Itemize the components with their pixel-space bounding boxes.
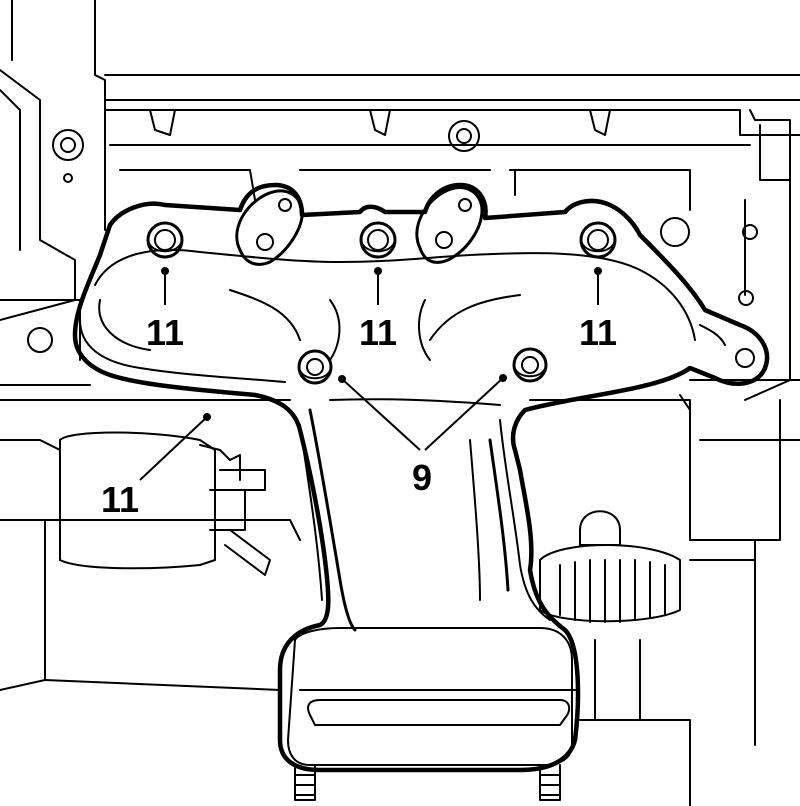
flange-ear-hole xyxy=(735,348,755,368)
nut-right-icon xyxy=(512,347,548,383)
bolt-right-icon xyxy=(579,221,617,259)
callout-9: 9 xyxy=(412,457,432,498)
lifting-lugs xyxy=(235,186,484,266)
exhaust-manifold xyxy=(72,182,770,801)
boss-left xyxy=(52,129,84,161)
bolt-center-icon xyxy=(359,221,397,259)
boss-center xyxy=(448,120,480,152)
bolt-left-icon xyxy=(146,221,184,259)
nut-left-icon xyxy=(297,349,333,385)
callout-11-center: 11 xyxy=(359,312,397,353)
leader-lines xyxy=(139,267,602,481)
manifold-bolts xyxy=(146,221,617,259)
engine-block-outline xyxy=(0,0,800,746)
sensor-assembly xyxy=(0,431,301,691)
callout-11-lower-left: 11 xyxy=(101,479,139,520)
gear-component xyxy=(529,399,691,806)
callout-11-left: 11 xyxy=(146,312,184,353)
callout-labels: 11 11 11 11 9 xyxy=(101,312,617,520)
shield-nuts xyxy=(297,347,548,385)
callout-11-right: 11 xyxy=(579,312,617,353)
boss-lower-left xyxy=(27,327,53,353)
